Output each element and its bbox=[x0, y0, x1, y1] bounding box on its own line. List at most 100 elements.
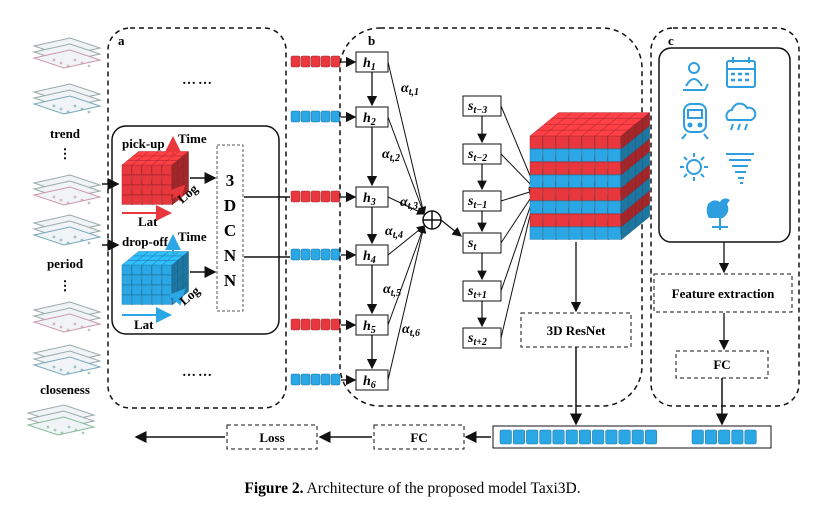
vdots-2: ⋮ bbox=[59, 278, 72, 293]
resnet-label: 3D ResNet bbox=[547, 323, 607, 338]
figure-caption: Figure 2. Architecture of the proposed m… bbox=[0, 480, 825, 498]
feature-strip-1 bbox=[290, 55, 341, 68]
fusion-bar-cells bbox=[499, 429, 757, 445]
closeness-stack-2 bbox=[32, 344, 102, 376]
alpha-label-6: αt,6 bbox=[402, 322, 420, 339]
calendar-icon bbox=[726, 57, 756, 88]
panel-c-frame bbox=[650, 27, 800, 407]
period-label: period bbox=[47, 256, 84, 271]
pickup-voxels bbox=[121, 150, 190, 206]
train-icon bbox=[681, 103, 709, 140]
weathercock-icon bbox=[706, 198, 730, 230]
h-to-sum-arrow-3 bbox=[387, 196, 425, 215]
tornado-icon bbox=[726, 153, 754, 184]
resnet-cube bbox=[529, 112, 651, 241]
period-stack-2 bbox=[32, 214, 102, 246]
panel-a-label: a bbox=[118, 33, 125, 48]
fc-c-label: FC bbox=[713, 357, 730, 372]
h-to-sum-arrow-5 bbox=[387, 225, 426, 326]
pickup-cube bbox=[121, 150, 190, 206]
feature-strip-4 bbox=[290, 248, 341, 261]
pickup-log-axis bbox=[168, 184, 186, 202]
caption-text: Architecture of the proposed model Taxi3… bbox=[303, 480, 581, 497]
alpha-label-2: αt,2 bbox=[382, 147, 400, 164]
h-to-sum-arrow-2 bbox=[387, 116, 426, 215]
bar-cell-7 bbox=[578, 429, 591, 445]
trend-label: trend bbox=[50, 126, 81, 141]
bar-cell-1 bbox=[499, 429, 512, 445]
bar-cell-c-3 bbox=[718, 429, 731, 445]
s-node-label-4: st bbox=[467, 236, 477, 253]
bar-cell-c-4 bbox=[731, 429, 744, 445]
h-to-sum-arrow-1 bbox=[387, 61, 427, 215]
panel-a-top-dots: …… bbox=[182, 73, 214, 88]
alpha-label-3: αt,3 bbox=[400, 195, 418, 212]
panel-b-label: b bbox=[368, 33, 375, 48]
feature-strip-5 bbox=[290, 318, 341, 331]
dropoff-time-label: Time bbox=[178, 229, 207, 244]
panel-a-frame bbox=[107, 27, 287, 409]
feature-strip-6 bbox=[290, 373, 341, 386]
bar-cell-11 bbox=[631, 429, 644, 445]
bar-cell-12 bbox=[644, 429, 657, 445]
bar-cell-2 bbox=[512, 429, 525, 445]
trend-stack-1 bbox=[32, 37, 102, 69]
bar-cell-6 bbox=[565, 429, 578, 445]
feature-strip-3 bbox=[290, 190, 341, 203]
dropoff-lat-label: Lat bbox=[134, 317, 154, 332]
feature-strips bbox=[290, 55, 341, 386]
alpha-label-1: αt,1 bbox=[401, 81, 419, 98]
bar-cell-c-5 bbox=[744, 429, 757, 445]
bar-cell-10 bbox=[618, 429, 631, 445]
cnn-letter-3: N bbox=[224, 246, 237, 265]
bar-cell-8 bbox=[592, 429, 605, 445]
pickup-time-label: Time bbox=[178, 131, 207, 146]
bar-cell-5 bbox=[552, 429, 565, 445]
closeness-label: closeness bbox=[40, 382, 90, 397]
bar-cell-4 bbox=[539, 429, 552, 445]
h-to-sum-arrow-6 bbox=[387, 225, 427, 381]
bar-cell-c-1 bbox=[691, 429, 704, 445]
pickup-label: pick-up bbox=[122, 136, 165, 151]
period-stack-1 bbox=[32, 174, 102, 206]
closeness-stack-1 bbox=[32, 301, 102, 333]
bar-cell-9 bbox=[605, 429, 618, 445]
dropoff-cube bbox=[121, 250, 190, 306]
feature-strip-2 bbox=[290, 110, 341, 123]
cnn-letter-2: C bbox=[224, 221, 236, 240]
fc-bottom-label: FC bbox=[410, 430, 427, 445]
vdots-1: ⋮ bbox=[59, 146, 72, 161]
loss-box bbox=[226, 424, 318, 450]
cnn-box bbox=[216, 144, 244, 312]
panel-a-bottom-dots: …… bbox=[182, 365, 214, 380]
output-map-stack bbox=[26, 404, 96, 436]
fc-bottom-box bbox=[373, 424, 465, 450]
alpha-label-4: αt,4 bbox=[385, 224, 403, 241]
alpha-label-5: αt,5 bbox=[383, 282, 401, 299]
cnn-letter-4: N bbox=[224, 271, 237, 290]
bar-cell-3 bbox=[526, 429, 539, 445]
rain-cloud-icon bbox=[725, 102, 757, 131]
input-map-stacks bbox=[32, 37, 102, 376]
caption-label: Figure 2. bbox=[244, 480, 304, 497]
cnn-letter-0: 3 bbox=[226, 171, 235, 190]
person-location-icon bbox=[683, 62, 709, 91]
sum-to-st-arrow bbox=[440, 219, 462, 237]
panel-a-inner-box bbox=[111, 125, 280, 335]
sun-icon bbox=[680, 153, 708, 181]
output-stack bbox=[26, 404, 96, 436]
dropoff-log-axis bbox=[168, 288, 186, 306]
loss-label: Loss bbox=[259, 430, 284, 445]
dropoff-label: drop-off bbox=[122, 234, 169, 249]
feature-label: Feature extraction bbox=[672, 286, 775, 301]
resnet-voxels bbox=[529, 112, 651, 241]
cnn-letter-1: D bbox=[224, 196, 236, 215]
bar-cell-c-2 bbox=[704, 429, 717, 445]
feature-box bbox=[653, 273, 793, 313]
context-icons bbox=[680, 57, 757, 230]
pickup-lat-label: Lat bbox=[138, 214, 158, 229]
trend-stack-2 bbox=[32, 83, 102, 115]
